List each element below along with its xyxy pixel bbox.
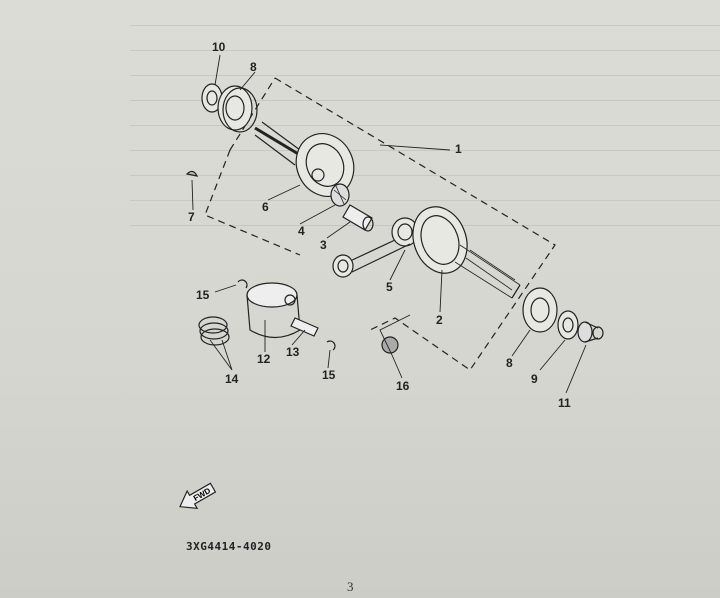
piston-12 [246,282,301,339]
callout-1: 1 [455,142,462,156]
needle-bearing-4 [330,183,350,207]
callout-15-left: 15 [196,288,210,302]
crank-left-half [254,121,355,197]
callout-12: 12 [257,352,271,366]
callout-9: 9 [531,372,538,386]
oil-seal-9 [557,310,579,340]
callout-16: 16 [396,379,410,393]
crank-pin-3 [342,204,374,232]
callout-7: 7 [188,210,195,224]
crank-right-half-2 [412,206,521,299]
callout-5: 5 [386,280,393,294]
piston-pin-13 [290,317,319,337]
bearing-8-right [522,287,558,333]
callout-11: 11 [558,396,571,410]
diagram-part-number: 3XG4414-4020 [186,540,272,553]
callout-4: 4 [298,224,305,238]
callout-8-right: 8 [506,356,513,370]
woodruff-key-7 [185,170,199,177]
connecting-rod-5 [332,217,419,278]
collar-11 [577,321,604,343]
callout-3: 3 [320,238,327,252]
callout-6: 6 [262,200,269,214]
piston-rings-14 [198,316,230,346]
callout-15-right: 15 [322,368,336,382]
bearing-8-left [217,85,258,133]
callout-2: 2 [436,313,443,327]
small-end-bearing-16 [381,336,399,354]
circlip-15-right [326,340,336,351]
assembly-boundary [204,77,556,371]
page-number: 3 [347,579,354,594]
fwd-arrow-icon: FWD [179,482,217,510]
circlip-15-left [237,279,248,289]
callout-8: 8 [250,60,257,74]
callout-14: 14 [225,372,239,386]
callout-10: 10 [212,40,226,54]
callout-13: 13 [286,345,300,359]
